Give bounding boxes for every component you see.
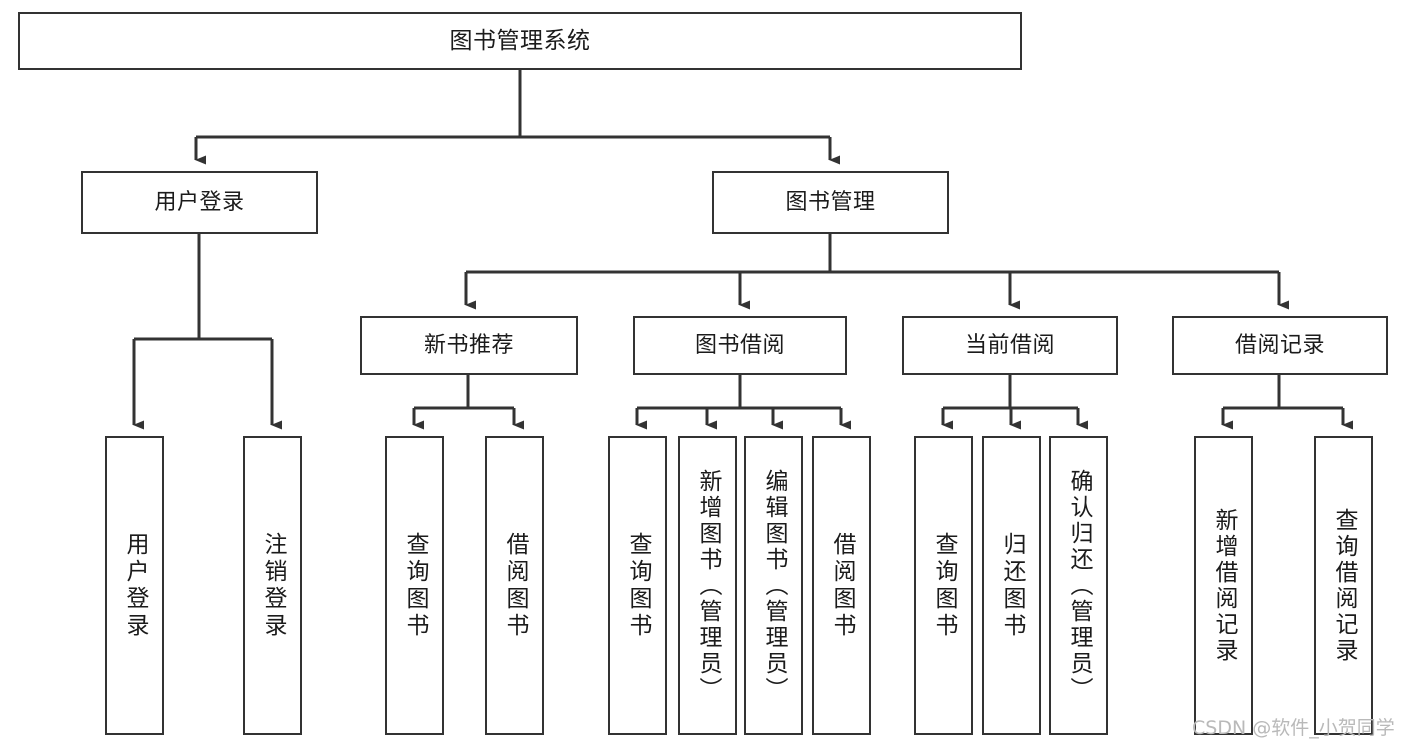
- node-current-borrow[interactable]: 当前借阅: [902, 316, 1118, 375]
- node-label: 借阅图书: [829, 531, 855, 640]
- node-label: 当前借阅: [964, 332, 1055, 358]
- node-label: 注销登录: [260, 531, 286, 640]
- node-leaf-query-book-recommend[interactable]: 查询图书: [385, 436, 444, 735]
- watermark-text: CSDN @软件_小贺同学: [1192, 717, 1395, 739]
- node-leaf-add-borrow-record[interactable]: 新增借阅记录: [1194, 436, 1253, 735]
- node-leaf-query-book-current[interactable]: 查询图书: [914, 436, 973, 735]
- node-label: 图书管理: [785, 189, 876, 215]
- node-label: 归还图书: [999, 531, 1025, 640]
- node-label: 借阅图书: [502, 531, 528, 640]
- node-user-login[interactable]: 用户登录: [81, 171, 318, 234]
- node-leaf-return-book[interactable]: 归还图书: [982, 436, 1041, 735]
- node-book-management[interactable]: 图书管理: [712, 171, 949, 234]
- node-root-system[interactable]: 图书管理系统: [18, 12, 1022, 70]
- node-leaf-edit-book-admin[interactable]: 编辑图书（管理员）: [744, 436, 803, 735]
- node-label: 新增借阅记录: [1211, 507, 1237, 664]
- node-label: 编辑图书（管理员）: [761, 468, 787, 703]
- node-leaf-query-borrow-record[interactable]: 查询借阅记录: [1314, 436, 1373, 735]
- node-label: 用户登录: [122, 531, 148, 640]
- node-label: 查询借阅记录: [1331, 507, 1357, 664]
- node-label: 用户登录: [154, 189, 245, 215]
- node-label: 查询图书: [402, 531, 428, 640]
- node-leaf-borrow-book-recommend[interactable]: 借阅图书: [485, 436, 544, 735]
- node-label: 确认归还（管理员）: [1066, 468, 1092, 703]
- node-label: 借阅记录: [1234, 332, 1325, 358]
- node-label: 图书借阅: [694, 332, 785, 358]
- node-label: 查询图书: [625, 531, 651, 640]
- node-leaf-add-book-admin[interactable]: 新增图书（管理员）: [678, 436, 737, 735]
- node-leaf-query-book-borrow[interactable]: 查询图书: [608, 436, 667, 735]
- node-label: 图书管理系统: [449, 27, 591, 54]
- node-label: 新增图书（管理员）: [695, 468, 721, 703]
- node-leaf-logout[interactable]: 注销登录: [243, 436, 302, 735]
- node-new-book-recommend[interactable]: 新书推荐: [360, 316, 578, 375]
- node-leaf-borrow-book[interactable]: 借阅图书: [812, 436, 871, 735]
- node-label: 新书推荐: [423, 332, 514, 358]
- node-label: 查询图书: [931, 531, 957, 640]
- node-book-borrow[interactable]: 图书借阅: [633, 316, 847, 375]
- node-leaf-confirm-return-admin[interactable]: 确认归还（管理员）: [1049, 436, 1108, 735]
- node-leaf-user-login[interactable]: 用户登录: [105, 436, 164, 735]
- node-borrow-record[interactable]: 借阅记录: [1172, 316, 1388, 375]
